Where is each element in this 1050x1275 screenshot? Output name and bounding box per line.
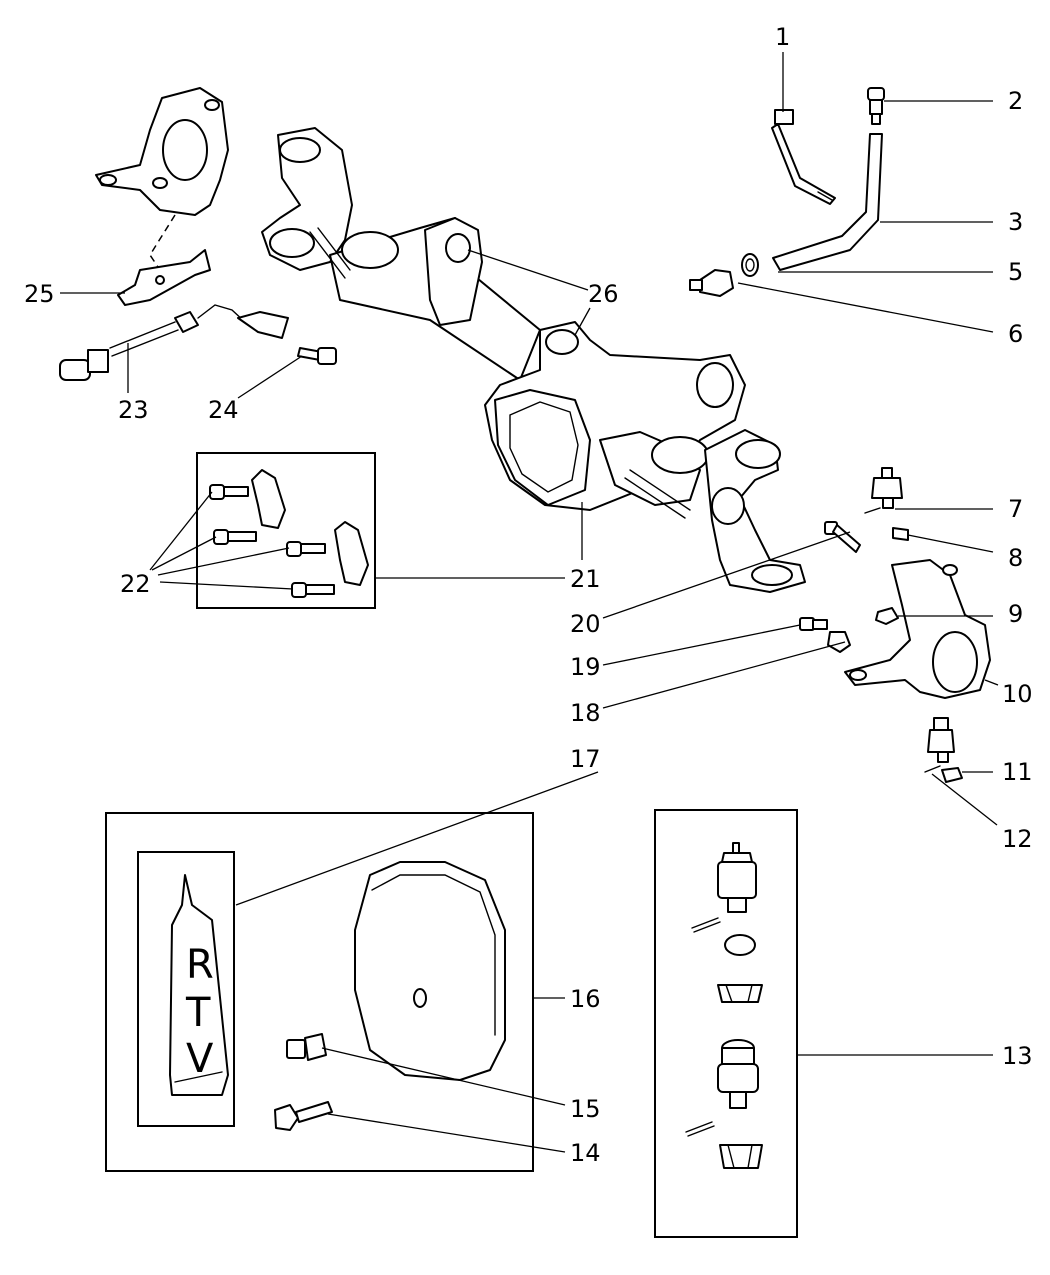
callout-23: 23: [118, 396, 149, 424]
vent-fitting: [867, 87, 885, 125]
fill-plug: [286, 1033, 327, 1061]
callout-15: 15: [570, 1095, 601, 1123]
callout-24: 24: [208, 396, 239, 424]
ball-joint-kit-box: [654, 809, 798, 1238]
callout-2: 2: [1008, 87, 1023, 115]
adjuster-nut: [827, 631, 851, 653]
callout-1: 1: [775, 23, 790, 51]
callout-13: 13: [1002, 1042, 1033, 1070]
cotter-pin-lower: [924, 765, 941, 773]
adjusting-sleeve: [892, 527, 909, 541]
rtv-sealant-tube: R T V: [169, 874, 229, 1096]
leader-lines: [60, 52, 999, 1153]
callout-numbers: 1 2 3 5 6 7 8 9 10 11 12 13 14 15 16 17 …: [24, 23, 1033, 1167]
cover-bolt: [274, 1101, 333, 1131]
bearing-caps: [251, 469, 369, 586]
callout-10: 10: [1002, 680, 1033, 708]
rtv-letter-r: R: [186, 942, 214, 988]
callout-14: 14: [570, 1139, 601, 1167]
knuckle-upper-left: [95, 87, 229, 216]
axle-housing: [261, 127, 806, 593]
callout-12: 12: [1002, 825, 1033, 853]
callout-20: 20: [570, 610, 601, 638]
cover-kit-box: [105, 812, 534, 1172]
callout-7: 7: [1008, 495, 1023, 523]
callout-26: 26: [588, 280, 619, 308]
vent-hose-clip: [771, 109, 836, 205]
callout-22: 22: [120, 570, 151, 598]
callout-5: 5: [1008, 258, 1023, 286]
rtv-letter-v: V: [186, 1036, 214, 1082]
sensor-bolt: [297, 347, 337, 365]
cotter-pin-upper: [864, 507, 881, 514]
abs-sensor-bracket: [117, 249, 211, 306]
vent-hose: [772, 133, 883, 271]
abs-sensor: [59, 304, 289, 381]
hose-clamp: [741, 253, 759, 277]
callout-8: 8: [1008, 544, 1023, 572]
castle-nut-upper: [875, 607, 899, 625]
callout-19: 19: [570, 653, 601, 681]
callout-21-box: 21: [570, 565, 601, 593]
callout-18: 18: [570, 699, 601, 727]
callout-3: 3: [1008, 208, 1023, 236]
kit-upper-ball-joint: [691, 842, 763, 1003]
callout-9: 9: [1008, 600, 1023, 628]
callout-25: 25: [24, 280, 55, 308]
differential-cover: [354, 861, 506, 1081]
vent-elbow-fitting: [689, 269, 734, 297]
callout-16: 16: [570, 985, 601, 1013]
stud-bolt: [824, 521, 861, 553]
lower-ball-joint: [927, 717, 955, 763]
cap-bolt-box: [196, 452, 376, 609]
upper-ball-joint: [871, 467, 903, 509]
steering-knuckle-right: [844, 559, 991, 699]
callout-6: 6: [1008, 320, 1023, 348]
callout-17: 17: [570, 745, 601, 773]
adjuster-bolt: [799, 617, 828, 631]
castle-nut-lower: [941, 767, 963, 783]
rtv-box: [137, 851, 235, 1127]
rtv-letter-t: T: [185, 990, 211, 1036]
callout-11: 11: [1002, 758, 1033, 786]
kit-lower-ball-joint: [685, 1039, 763, 1169]
